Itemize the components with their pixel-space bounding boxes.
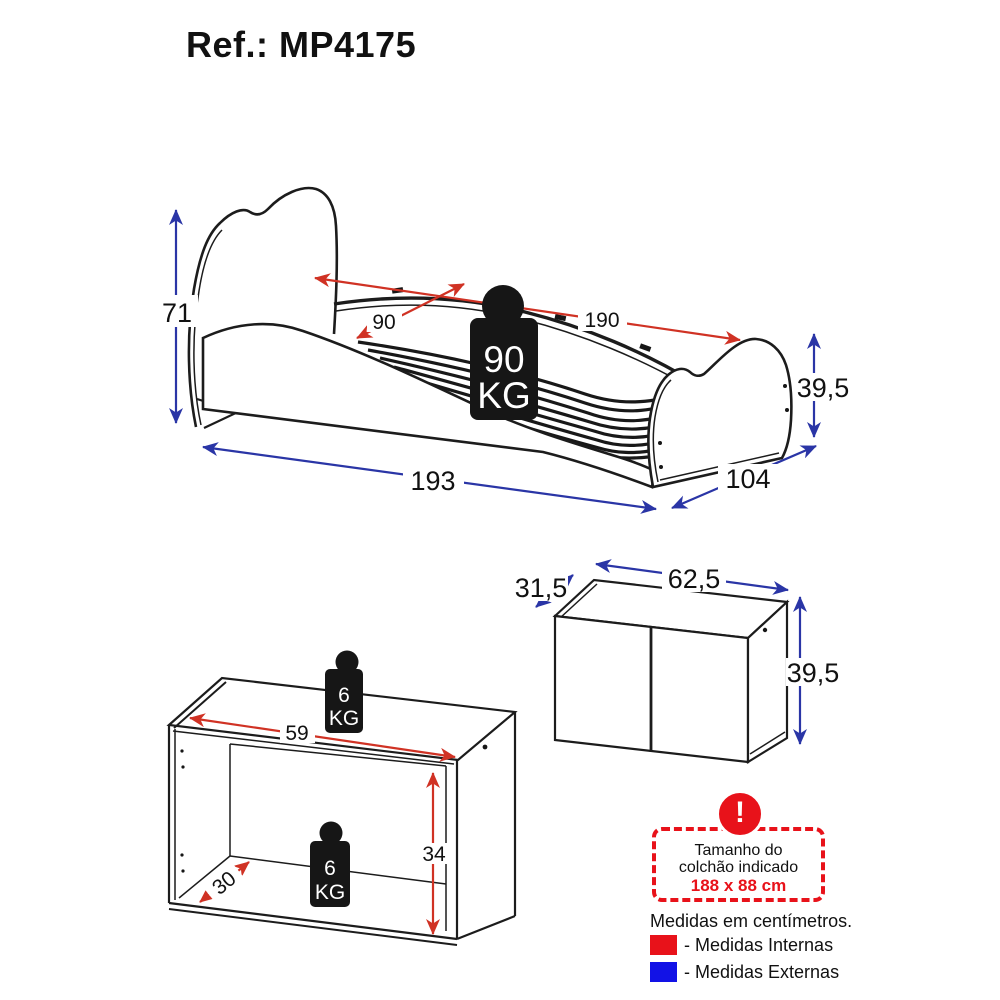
dimension-label-internal-height-cabinet: 34	[422, 843, 446, 866]
cabinet-closed-drawing	[552, 578, 790, 764]
dimension-label-cabinet-height: 39,5	[787, 658, 840, 688]
dimension-label-external-length: 193	[410, 466, 455, 496]
external-measure-swatch	[650, 962, 677, 982]
weight-value-label: 6	[324, 857, 336, 880]
mattress-note-line1: Tamanho do	[694, 842, 783, 859]
cabinet-weight-inside-icon: 6 KG	[310, 821, 350, 907]
internal-measure-swatch	[650, 935, 677, 955]
dimension-label-internal-width: 90	[372, 311, 395, 334]
weight-value-label: 90	[483, 339, 524, 380]
mattress-note-line2: colchão indicado	[678, 859, 799, 876]
dimension-label-internal-width-cabinet: 59	[285, 722, 308, 745]
dimension-label-footboard-height: 39,5	[797, 373, 850, 403]
exclamation-icon: !	[716, 790, 764, 838]
internal-measure-label: - Medidas Internas	[684, 935, 834, 955]
dimension-label-internal-length: 190	[584, 309, 619, 332]
cabinet-weight-top-icon: 6 KG	[325, 650, 363, 733]
dimension-label-cabinet-depth: 31,5	[515, 573, 568, 603]
cabinet-side-face	[746, 599, 789, 764]
bed-front-rail	[201, 322, 657, 489]
shelf-pin-holes	[180, 744, 488, 873]
bed-external-dimensions: 71 193 104 39,5	[156, 209, 852, 514]
dimension-label-height: 71	[162, 298, 192, 328]
weight-unit-label: KG	[329, 707, 359, 730]
external-measure-label: - Medidas Externas	[684, 962, 840, 982]
dimension-label-external-width: 104	[725, 464, 770, 494]
footboard-holes	[658, 384, 789, 469]
mattress-size-warning-box: Tamanho do colchão indicado 188 x 88 cm	[652, 827, 825, 902]
weight-unit-label: KG	[315, 881, 345, 904]
units-note: Medidas em centímetros.	[650, 911, 853, 931]
dimension-label-cabinet-width: 62,5	[668, 564, 721, 594]
mattress-size-value: 188 x 88 cm	[690, 876, 787, 895]
bed-internal-dimensions: 190 90	[314, 273, 741, 345]
weight-unit-label: KG	[477, 375, 530, 416]
bed-weight-capacity-icon: 90 KG	[470, 285, 538, 420]
weight-value-label: 6	[338, 684, 350, 707]
cabinet-closed-dimensions: 31,5 62,5 39,5	[513, 559, 843, 745]
cabinet-keyhole	[762, 627, 768, 633]
product-reference-title: Ref.: MP4175	[186, 24, 417, 65]
